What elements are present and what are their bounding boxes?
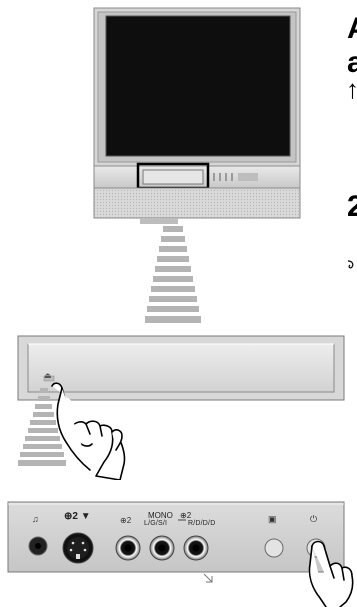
panel-closeup-illustration: [0, 330, 357, 480]
edge-arrow: ↑: [346, 76, 357, 102]
label-svideo: ⊕2 ▼: [64, 511, 91, 522]
edge-number: 2: [347, 192, 357, 222]
open-button-mark: ⏏: [44, 372, 52, 380]
label-audio-right: R/D/D/D: [188, 520, 215, 527]
label-audio-left: L/G/S/I: [144, 520, 167, 527]
label-button-a: ▣: [268, 514, 277, 525]
tv-illustration: [0, 0, 357, 330]
label-audio-in: ⊕2: [180, 511, 191, 520]
edge-letter-a-upper: A: [347, 14, 357, 44]
label-video: ⊕2: [120, 516, 131, 525]
label-button-b: ⏻: [310, 514, 317, 525]
edge-mark: [346, 258, 357, 272]
label-headphone: ♫: [32, 514, 39, 524]
connector-panel-illustration: [0, 490, 357, 607]
label-mono: MONO: [148, 511, 173, 520]
